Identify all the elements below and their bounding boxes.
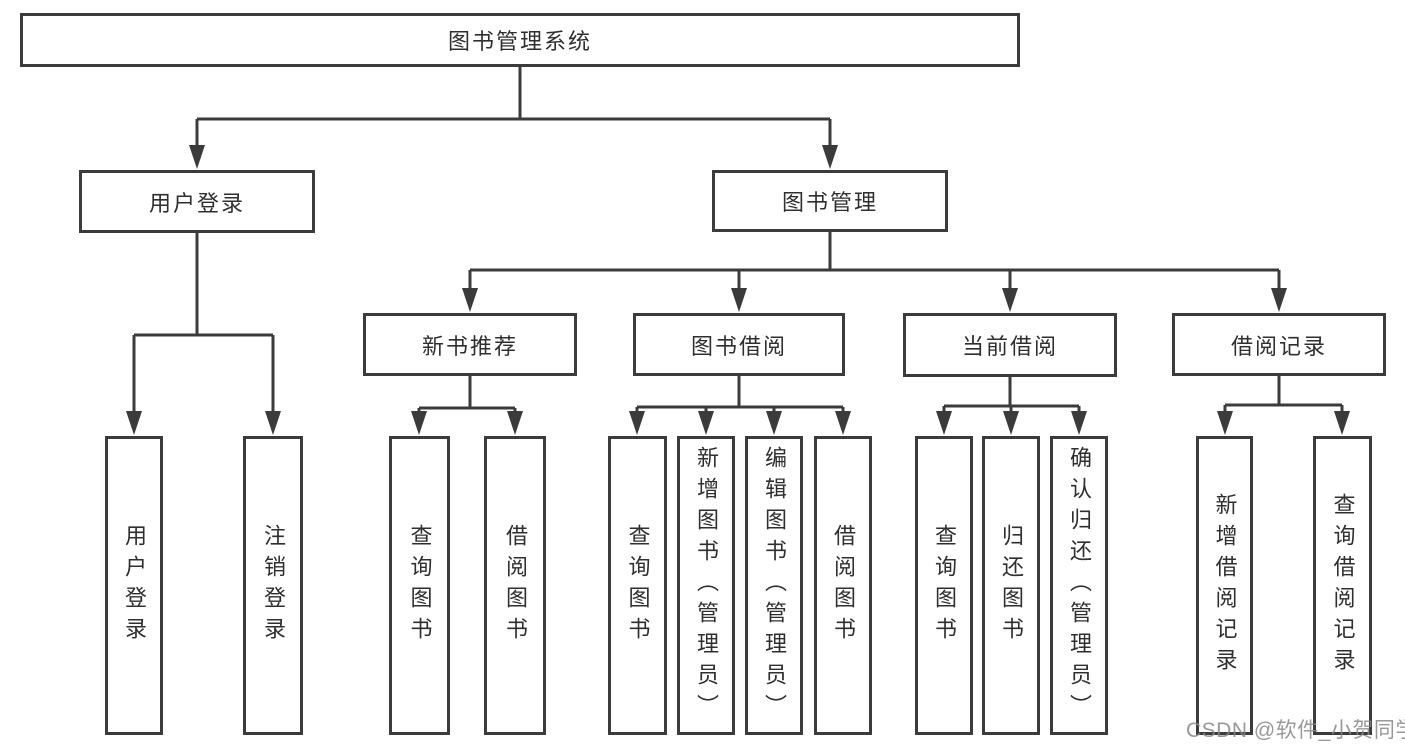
node-label: 编辑图书（管理员） bbox=[762, 446, 787, 725]
node-label: 新增图书（管理员） bbox=[694, 446, 719, 725]
node-label: 确认归还（管理员） bbox=[1067, 446, 1092, 725]
leaf-user-login: 用户登录 bbox=[105, 436, 163, 735]
node-borrowing-records: 借阅记录 bbox=[1172, 313, 1386, 376]
leaf-borrow-books-recommend: 借阅图书 bbox=[484, 436, 546, 735]
node-label: 借阅记录 bbox=[1230, 333, 1327, 359]
node-new-book-recommend: 新书推荐 bbox=[363, 313, 577, 376]
node-current-borrowing: 当前借阅 bbox=[903, 313, 1117, 377]
node-label: 借阅图书 bbox=[503, 523, 528, 648]
leaf-return-book: 归还图书 bbox=[982, 436, 1040, 735]
node-label: 用户登录 bbox=[148, 190, 245, 216]
node-label: 新书推荐 bbox=[421, 333, 518, 359]
node-label: 图书管理 bbox=[781, 190, 878, 215]
node-label: 查询图书 bbox=[932, 523, 957, 648]
leaf-confirm-return-admin: 确认归还（管理员） bbox=[1050, 436, 1108, 735]
leaf-query-books-borrowing: 查询图书 bbox=[608, 436, 667, 735]
node-user-login: 用户登录 bbox=[79, 170, 315, 233]
node-library-management-system: 图书管理系统 bbox=[20, 13, 1020, 67]
leaf-add-borrow-record: 新增借阅记录 bbox=[1196, 436, 1253, 735]
node-book-borrowing: 图书借阅 bbox=[633, 313, 845, 376]
node-label: 归还图书 bbox=[999, 523, 1024, 648]
node-label: 注销登录 bbox=[261, 523, 286, 648]
leaf-borrow-books: 借阅图书 bbox=[814, 436, 872, 735]
node-label: 图书管理系统 bbox=[447, 29, 592, 54]
node-book-management: 图书管理 bbox=[712, 170, 948, 232]
node-label: 查询图书 bbox=[407, 523, 433, 648]
node-label: 新增借阅记录 bbox=[1212, 492, 1238, 679]
leaf-query-books-current: 查询图书 bbox=[915, 436, 973, 735]
node-label: 借阅图书 bbox=[831, 523, 856, 648]
leaf-query-books-recommend: 查询图书 bbox=[389, 436, 450, 735]
leaf-logout: 注销登录 bbox=[243, 436, 303, 735]
node-label: 用户登录 bbox=[122, 523, 147, 648]
node-label: 当前借阅 bbox=[961, 334, 1058, 359]
leaf-add-book-admin: 新增图书（管理员） bbox=[677, 436, 735, 735]
leaf-query-borrow-record: 查询借阅记录 bbox=[1313, 436, 1372, 735]
leaf-edit-book-admin: 编辑图书（管理员） bbox=[745, 436, 803, 735]
node-label: 查询借阅记录 bbox=[1330, 492, 1356, 679]
node-label: 图书借阅 bbox=[690, 333, 787, 359]
node-label: 查询图书 bbox=[625, 523, 651, 648]
csdn-watermark: CSDN @软件_小贺同学 bbox=[1186, 719, 1405, 742]
